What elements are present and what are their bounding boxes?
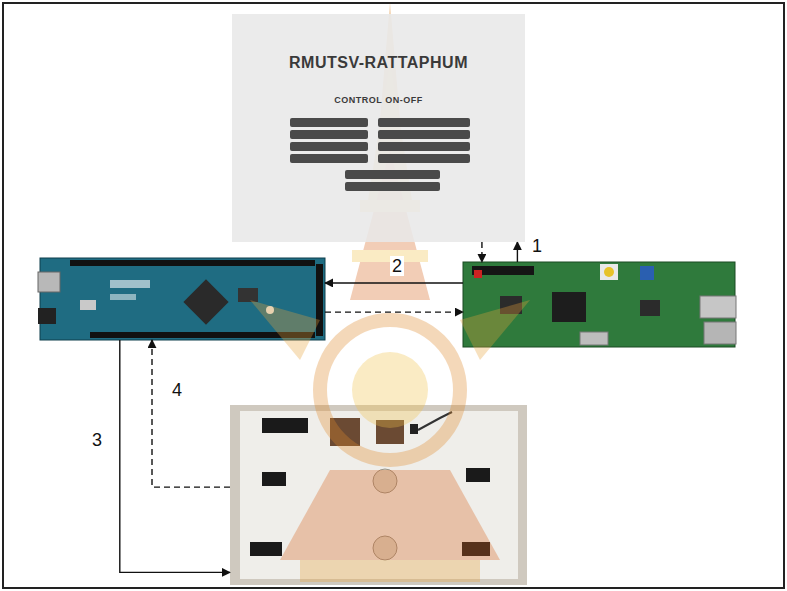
button-bar (345, 182, 440, 191)
arduino-board (40, 258, 325, 340)
feedback-arrow (481, 242, 482, 262)
command-arrow (325, 282, 463, 283)
raspberry-pi-picture (463, 262, 736, 347)
frame (3, 3, 784, 588)
raspberry-pi-board (463, 262, 735, 347)
relay-board-photo (230, 405, 527, 585)
callout-number: 4 (170, 380, 184, 400)
callout-number: 3 (90, 430, 104, 450)
feedback-arrow (152, 340, 230, 487)
button-bar (290, 130, 368, 139)
callout-number: 1 (530, 236, 544, 256)
button-bars (232, 14, 525, 242)
button-bar (345, 170, 440, 179)
command-arrow (120, 340, 230, 572)
relay-board-photo-picture (230, 405, 527, 585)
button-bar (290, 118, 368, 127)
app-screenshot: RMUTSV-RATTAPHUM CONTROL ON-OFF (232, 14, 525, 242)
button-bar (290, 154, 368, 163)
button-bar (378, 154, 470, 163)
button-bar (290, 142, 368, 151)
command-arrow (517, 242, 518, 262)
screen-title: RMUTSV-RATTAPHUM (232, 54, 525, 72)
feedback-arrow (325, 311, 463, 312)
button-bar (378, 118, 470, 127)
screen-subtitle: CONTROL ON-OFF (232, 95, 525, 105)
button-bar (378, 130, 470, 139)
button-bar (378, 142, 470, 151)
callout-number: 2 (390, 256, 404, 276)
